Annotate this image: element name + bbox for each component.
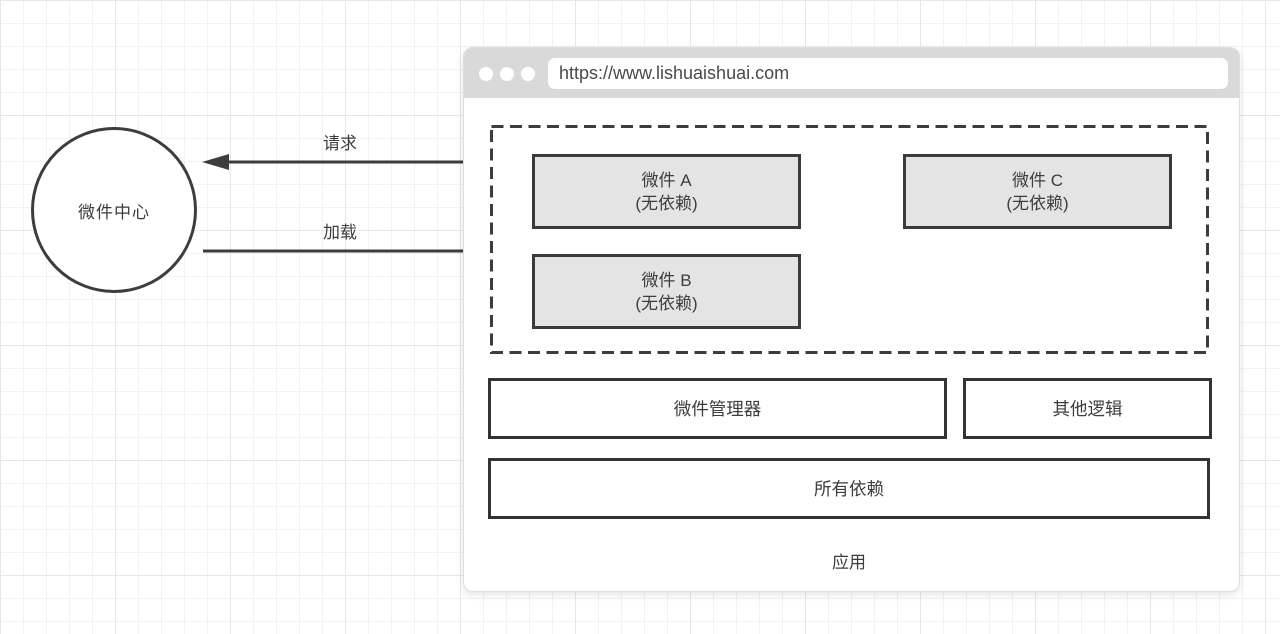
widget-b-box: 微件 B (无依赖) [532, 254, 801, 329]
widget-note: (无依赖) [635, 293, 698, 313]
app-label: 应用 [832, 553, 866, 572]
window-dot-icon [479, 67, 493, 81]
window-dot-icon [521, 67, 535, 81]
widget-note: (无依赖) [1006, 193, 1069, 213]
other-logic-label: 其他逻辑 [1052, 399, 1123, 419]
browser-titlebar: https://www.lishuaishuai.com [464, 48, 1239, 98]
widget-c-box: 微件 C (无依赖) [903, 154, 1172, 229]
url-bar: https://www.lishuaishuai.com [548, 58, 1228, 89]
other-logic-box: 其他逻辑 [963, 378, 1212, 439]
request-arrow [202, 154, 507, 170]
dependencies-label: 所有依赖 [814, 479, 884, 499]
widgets-container [490, 125, 1209, 354]
widget-a-box: 微件 A (无依赖) [532, 154, 801, 229]
load-arrow-label: 加载 [323, 223, 357, 242]
window-controls [479, 67, 535, 81]
widget-name: 微件 A [641, 170, 692, 190]
widget-center-node: 微件中心 [31, 127, 197, 293]
dependencies-box: 所有依赖 [488, 458, 1210, 519]
window-dot-icon [500, 67, 514, 81]
widget-name: 微件 B [641, 270, 692, 290]
request-arrow-label: 请求 [323, 134, 357, 153]
widget-name: 微件 C [1012, 170, 1063, 190]
widget-manager-label: 微件管理器 [673, 399, 762, 419]
widget-manager-box: 微件管理器 [488, 378, 947, 439]
browser-window: https://www.lishuaishuai.com 微件 A (无依赖) … [463, 47, 1240, 592]
widget-center-label: 微件中心 [78, 202, 150, 222]
url-text: https://www.lishuaishuai.com [559, 63, 790, 83]
dashed-border-icon [490, 125, 1209, 354]
widget-note: (无依赖) [635, 193, 698, 213]
